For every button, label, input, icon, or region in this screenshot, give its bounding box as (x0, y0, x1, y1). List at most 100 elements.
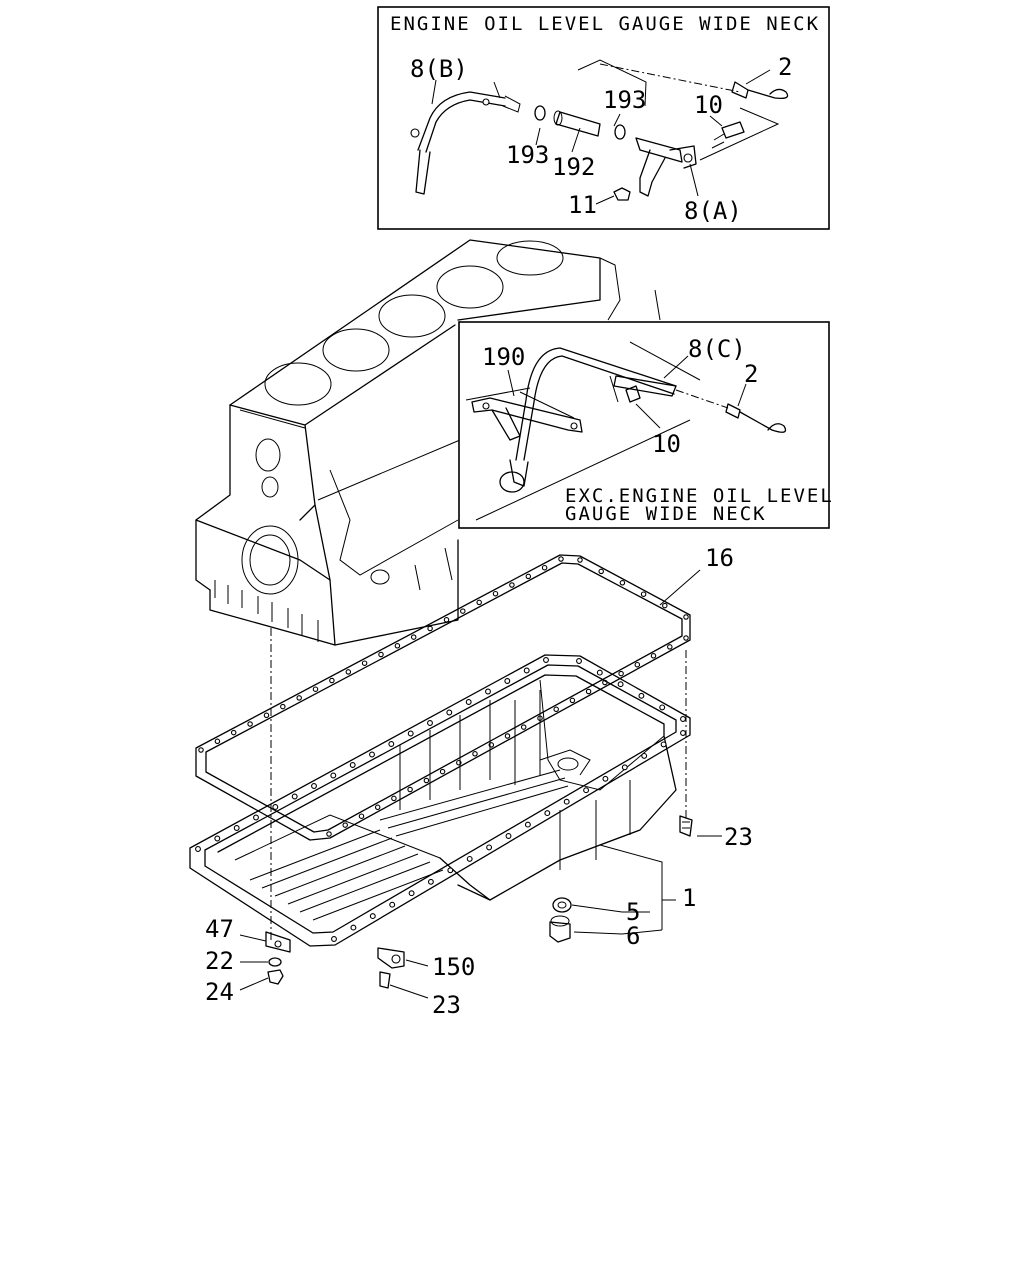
pan-bolt-hole (330, 772, 337, 779)
inset-wide-neck-frame (377, 6, 830, 230)
pan-bolt-hole (576, 658, 582, 664)
gasket-bolt-hole (525, 573, 532, 580)
gasket-bolt-hole (198, 747, 204, 753)
pan-bolt-hole (389, 901, 396, 908)
gasket-bolt-hole (439, 768, 446, 775)
bolt-23-upper (679, 815, 693, 837)
gasket-bolt-hole (345, 669, 352, 675)
gasket-bolt-hole (427, 625, 433, 632)
callout-23-lower: 23 (432, 991, 461, 1019)
gasket-bolt-hole (683, 614, 689, 620)
callout-6: 6 (626, 922, 640, 950)
callout-1: 1 (682, 884, 696, 912)
pan-bolt-hole (446, 709, 453, 716)
oil-pan (189, 654, 691, 947)
gasket-bolt-hole (312, 686, 319, 692)
gasket-bolt-hole (640, 591, 647, 597)
callout-8b: 8(B) (410, 55, 468, 83)
pan-bolt-hole (504, 678, 511, 684)
inset-exc-wide-neck: 190 8(C) 2 10 EXC.ENGINE OIL LEVEL GAUGE… (458, 321, 834, 529)
pan-bolt-hole (523, 667, 530, 674)
callout-23-upper: 23 (724, 823, 753, 851)
pan-bolt-hole (214, 835, 221, 842)
pan-bolt-hole (638, 692, 645, 699)
gasket-bolt-hole (374, 804, 381, 811)
inset-exc-title-line2: GAUGE WIDE NECK (565, 503, 767, 525)
gasket-bolt-hole (662, 602, 668, 609)
gasket-bolt-hole (460, 608, 466, 614)
gasket-bolt-hole (247, 721, 253, 727)
callout-11: 11 (568, 191, 597, 219)
gasket-bolt-hole (472, 751, 478, 757)
pan-bolt-hole (485, 688, 491, 695)
pan-bolt-hole (596, 669, 603, 676)
dipstick-2 (599, 63, 741, 93)
gasket-bolt-hole (492, 590, 499, 597)
gasket-bolt-hole (443, 617, 450, 623)
pan-bolt-hole (465, 699, 472, 705)
pan-bolt-hole (253, 814, 259, 821)
pan-bolt-hole (427, 720, 433, 726)
pan-bolt-hole (291, 793, 298, 800)
gasket-bolt-hole (263, 712, 270, 719)
gasket-bolt-hole (650, 653, 657, 659)
pan-bolt-hole (427, 878, 434, 885)
gasket-bolt-hole (296, 695, 302, 701)
nut-24 (267, 969, 284, 985)
drain-plug-gasket (552, 897, 572, 913)
gasket-bolt-hole (683, 635, 689, 641)
dipstick-2-exc (675, 389, 729, 409)
gasket-bolt-hole (280, 703, 286, 710)
pan-bolt-hole (544, 810, 551, 817)
pan-bolt-hole (369, 751, 375, 758)
callout-47: 47 (205, 915, 234, 943)
pan-bolt-hole (583, 787, 590, 794)
callout-22: 22 (205, 947, 234, 975)
inset-exc-title-line1: EXC.ENGINE OIL LEVEL (565, 485, 834, 507)
gasket-bolt-hole (410, 634, 417, 640)
pan-bolt-hole (660, 741, 667, 748)
pan-bolt-hole (617, 681, 624, 688)
gasket-bolt-hole (541, 564, 548, 571)
callout-2-exc: 2 (744, 360, 758, 388)
callout-2-wide: 2 (778, 53, 792, 81)
gasket-bolt-hole (342, 822, 348, 828)
pan-bolt-hole (680, 730, 686, 736)
callout-193-lower: 193 (506, 141, 549, 169)
gasket-bolt-hole (358, 813, 365, 819)
gauge-tube-b (417, 91, 506, 151)
drain-plug (549, 915, 571, 943)
gasket-bolt-hole (394, 643, 401, 649)
bolt-23-lower (379, 971, 391, 989)
pan-bolt-hole (233, 825, 240, 831)
gasket-bolt-hole (504, 733, 511, 739)
gasket-bolt-hole (476, 599, 482, 606)
oil-pan-gasket (195, 554, 691, 841)
gasket-bolt-hole (569, 697, 576, 704)
pan-bolt-hole (407, 730, 414, 737)
inset-exc-frame (458, 321, 830, 529)
pan-bolt-hole (447, 867, 454, 874)
gasket-bolt-hole (585, 688, 592, 695)
gasket-bolt-hole (634, 661, 641, 668)
pan-bolt-hole (466, 855, 473, 862)
pan-bolt-hole (331, 936, 337, 942)
pan-bolt-hole (388, 741, 395, 747)
gauge-tube-a (635, 137, 683, 163)
callout-24: 24 (205, 978, 234, 1006)
pan-bolt-hole (621, 764, 628, 771)
callout-10-wide: 10 (694, 91, 723, 119)
sleeve-193-right (614, 124, 626, 140)
nut-11 (613, 187, 631, 201)
pan-bolt-hole (408, 890, 415, 897)
sleeve-193-left (534, 105, 546, 121)
gasket-bolt-hole (667, 644, 673, 650)
gasket-bolt-hole (558, 556, 564, 562)
main-leaders (239, 569, 722, 999)
callout-190: 190 (482, 343, 525, 371)
gasket-bolt-hole (577, 557, 583, 563)
pan-bolt-hole (195, 846, 201, 852)
gasket-bolt-hole (618, 670, 624, 677)
pan-bolt-hole (524, 821, 531, 828)
